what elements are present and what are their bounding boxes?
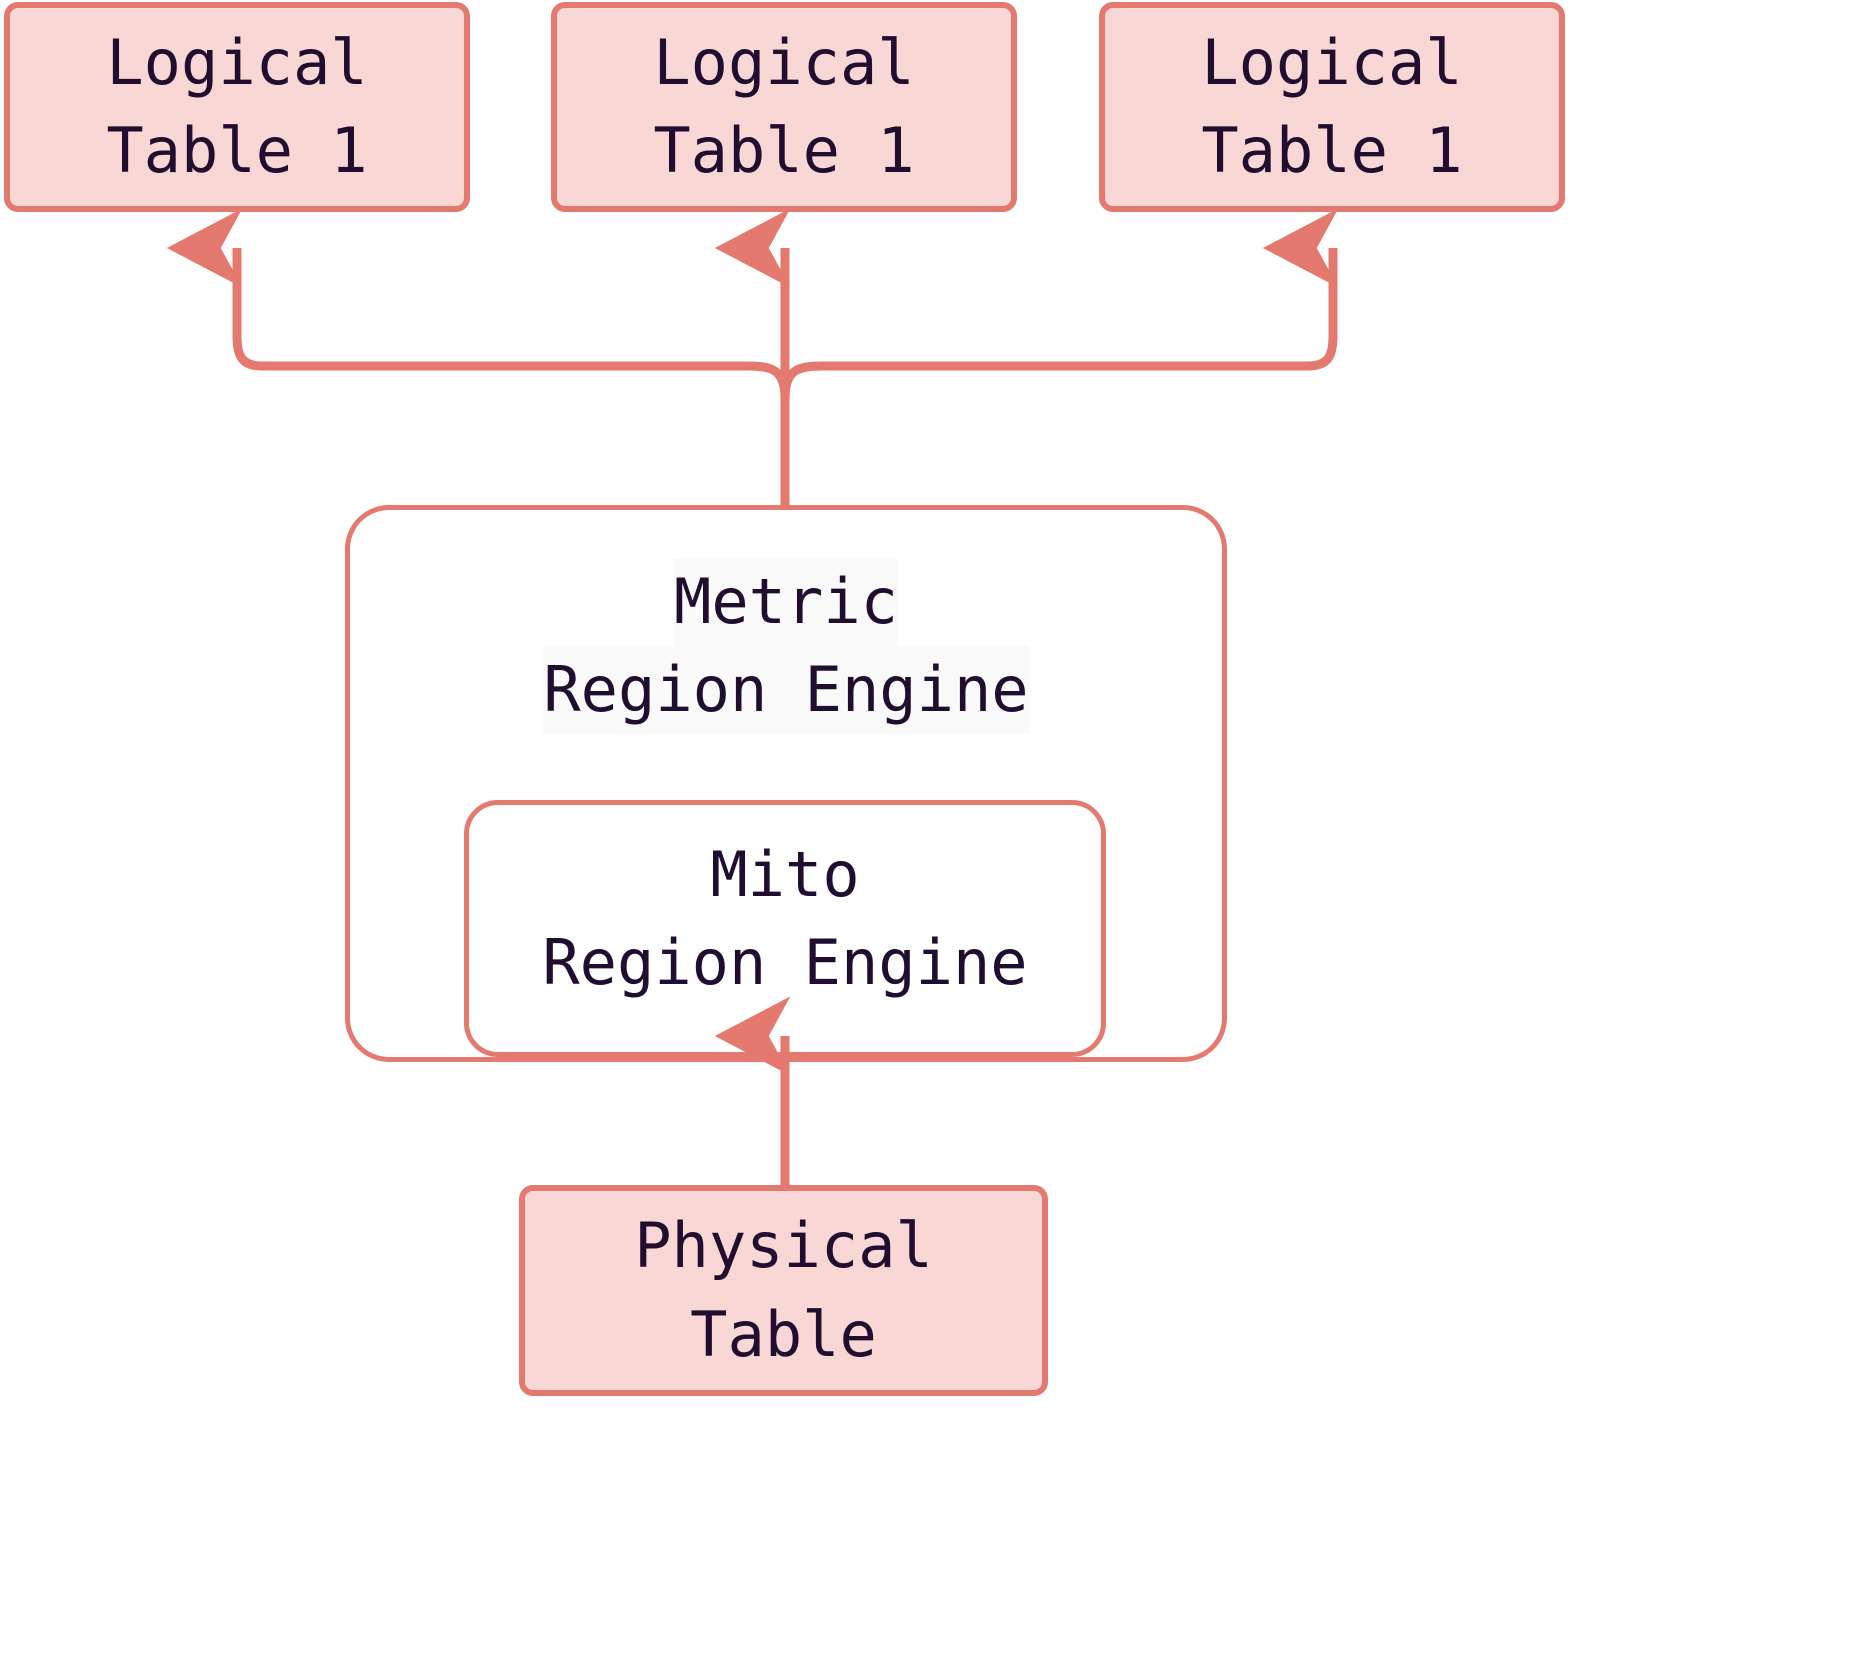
- logical-table-1-line1: Logical: [106, 25, 368, 99]
- metric-region-engine-line2: Region Engine: [543, 646, 1029, 735]
- logical-table-2-node[interactable]: Logical Table 1: [551, 2, 1017, 212]
- logical-table-3-line1: Logical: [1201, 25, 1463, 99]
- physical-table-line1: Physical: [634, 1209, 933, 1283]
- mito-region-engine-line2: Region Engine: [542, 926, 1028, 1000]
- mito-region-engine-line1: Mito: [710, 838, 860, 911]
- logical-table-2-line1: Logical: [653, 25, 915, 99]
- metric-region-engine-line1: Metric: [674, 558, 898, 647]
- physical-table-node[interactable]: Physical Table: [519, 1185, 1048, 1396]
- logical-table-1-line2: Table 1: [106, 114, 368, 187]
- physical-table-line2: Table: [690, 1297, 877, 1371]
- logical-table-2-line2: Table 1: [653, 114, 915, 187]
- metric-region-engine-node[interactable]: Metric Region Engine: [345, 505, 1227, 1062]
- logical-table-1-node[interactable]: Logical Table 1: [4, 2, 470, 212]
- edge-bus-right: [780, 248, 1333, 399]
- edge-bus-left: [237, 248, 790, 399]
- mito-region-engine-node[interactable]: Mito Region Engine: [464, 800, 1106, 1057]
- logical-table-3-line2: Table 1: [1201, 114, 1463, 187]
- logical-table-3-node[interactable]: Logical Table 1: [1099, 2, 1565, 212]
